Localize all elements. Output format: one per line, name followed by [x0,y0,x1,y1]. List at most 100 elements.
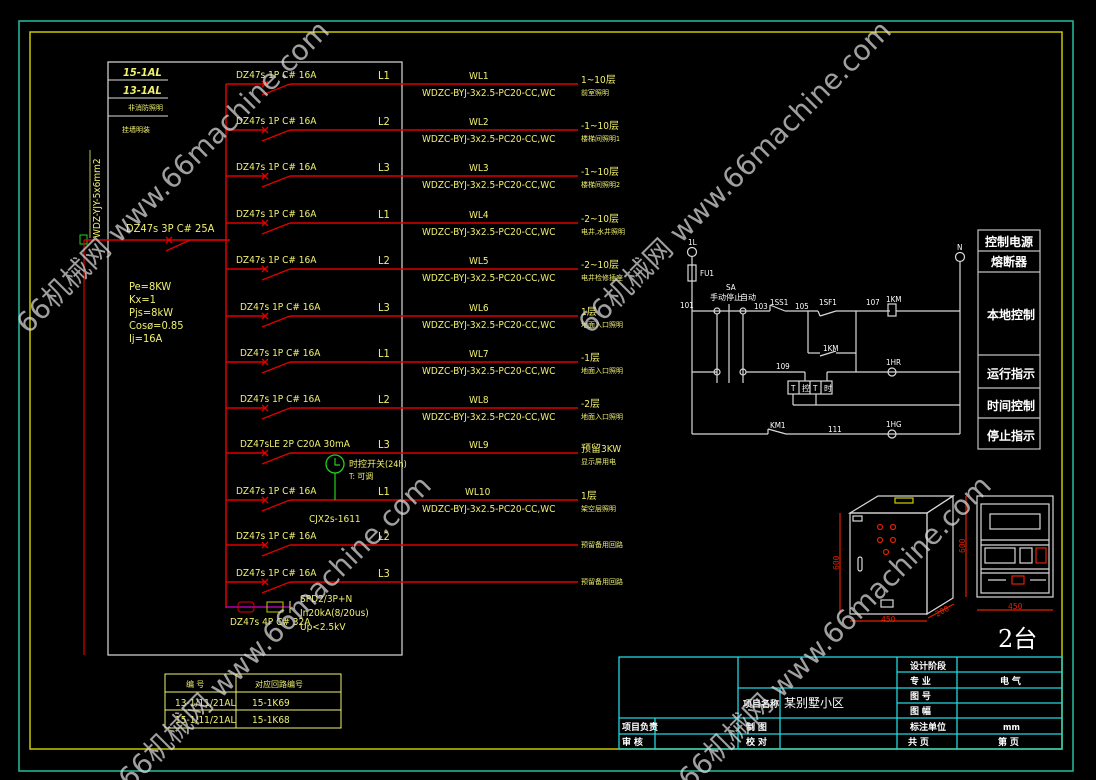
legend-stop-indicator: 停止指示 [987,428,1035,443]
breaker-x-mark [261,265,269,273]
svg-text:111: 111 [828,425,842,434]
svg-text:Ij=16A: Ij=16A [129,332,163,345]
svg-text:控: 控 [802,383,810,393]
load-description: 电井,水井照明 [581,227,625,236]
svg-text:1KM: 1KM [886,295,902,304]
dim-height-3d: 600 [832,555,841,570]
lookup-row-2-ref: 15-1K68 [252,715,290,726]
svg-text:105: 105 [795,302,809,311]
floor-range: -2层 [581,398,600,410]
dim-width-3d: 450 [881,615,896,624]
circuit-id: WL2 [469,117,489,128]
legend-local-control: 本地控制 [987,307,1035,322]
breaker-contact [261,315,291,328]
lookup-header-1: 编 号 [186,679,204,689]
cable-spec: WDZC-BYJ-3x2.5-PC20-CC,WC [422,227,555,238]
breaker-x-mark [261,578,269,586]
breaker-x-mark [261,80,269,88]
panel-id-2: 13-1AL [123,84,162,97]
tb-review-label: 审 核 [622,736,643,748]
title-block [618,656,1063,750]
breaker-contact [261,407,291,420]
control-labels: 1L N FU1 101 手动 SA 停止 自动 103 1SS1 105 1S… [680,238,962,434]
circuit-row: DZ47s 1P C# 16A L1 WL10WDZC-BYJ-3x2.5-PC20… [226,485,616,515]
floor-range: -1~10层 [581,166,619,178]
circuit-id: WL5 [469,256,489,267]
control-legend [977,229,1041,450]
phase-label: L1 [378,208,390,221]
svg-text:1HG: 1HG [886,420,902,429]
svg-text:66机械网 www.66machine.com: 66机械网 www.66machine.com [672,469,998,780]
spd-line-2: In20kA(8/20us) [300,608,369,619]
lookup-row-1-ref: 15-1K69 [252,698,290,709]
breaker-contact [261,361,291,374]
breaker-contact [261,175,291,188]
lookup-table [164,673,342,729]
svg-text:时: 时 [824,383,832,393]
tb-design-stage-label: 设计阶段 [910,660,947,672]
spd-line-1: SPD2/3P+N [300,594,352,605]
phase-label: L2 [378,254,390,267]
load-parameters: Pe=8KW Kx=1 Pjs=8kW Cosø=0.85 Ij=16A [129,280,184,345]
svg-text:T: T [790,384,796,393]
svg-text:1L: 1L [688,238,697,247]
dim-height-front: 600 [958,538,967,553]
control-circuit [686,246,966,439]
cable-spec: WDZC-BYJ-3x2.5-PC20-CC,WC [422,320,555,331]
contactor-label: CJX2s-1611 [309,514,361,525]
phase-label: L3 [378,161,390,174]
lookup-header-2: 对应回路编号 [255,679,303,689]
svg-text:1HR: 1HR [886,358,901,367]
cable-spec: WDZC-BYJ-3x2.5-PC20-CC,WC [422,504,555,515]
lookup-row-2-id: 15-1/11/21AL [175,715,236,726]
svg-text:103: 103 [754,302,768,311]
breaker-label: DZ47s 1P C# 16A [236,568,317,579]
svg-text:Kx=1: Kx=1 [129,293,156,306]
spd-line-3: Up<2.5kV [300,622,346,633]
svg-text:自动: 自动 [740,292,756,302]
load-description: 预留备用回路 [581,577,623,586]
breaker-contact [261,544,291,557]
cable-spec: WDZC-BYJ-3x2.5-PC20-CC,WC [422,273,555,284]
breaker-label: DZ47s 1P C# 16A [236,162,317,173]
circuit-id: WL9 [469,440,489,451]
quantity-label: 2台 [998,625,1037,653]
breaker-label: DZ47s 1P C# 16A [236,70,317,81]
enclosure-dimensions [839,496,1053,622]
breaker-label: DZ47s 1P C# 16A [236,116,317,127]
panel-install: 挂墙明装 [122,125,150,134]
panel-box [107,61,403,656]
svg-text:T: T [812,384,818,393]
circuit-id: WL10 [465,487,491,498]
breaker-x-mark [261,219,269,227]
watermark: 66机械网 www.66machine.com 66机械网 www.66mach… [10,14,998,780]
load-description: 预留备用回路 [581,540,623,549]
dim-width-front: 450 [1008,602,1023,611]
load-description: 架空层照明 [581,504,616,513]
load-description: 前室照明 [581,88,609,97]
breaker-x-mark [261,312,269,320]
breaker-label: DZ47s 1P C# 16A [240,394,321,405]
floor-range: 1层 [581,490,597,502]
svg-text:Pjs=8kW: Pjs=8kW [129,306,173,319]
tb-discipline-label: 专 业 [910,675,931,687]
legend-fuse: 熔断器 [991,254,1028,269]
phase-label: L1 [378,347,390,360]
load-description: 地面入口照明 [581,412,623,421]
tb-project-name-value: 某别墅小区 [784,696,844,710]
enclosure-front-view [976,495,1054,598]
breaker-label: DZ47s 1P C# 16A [240,302,321,313]
breaker-x-mark [261,126,269,134]
breaker-label: DZ47s 1P C# 16A [236,486,317,497]
circuit-id: WL1 [469,71,489,82]
floor-range: 1~10层 [581,74,616,86]
tb-page-label: 第 页 [998,736,1019,748]
phase-label: L1 [378,485,390,498]
phase-label: L2 [378,530,390,543]
inner-frame [29,31,1063,750]
floor-range: -2~10层 [581,213,619,225]
load-description: 楼梯间照明1 [581,134,620,143]
svg-text:停止: 停止 [726,292,742,302]
